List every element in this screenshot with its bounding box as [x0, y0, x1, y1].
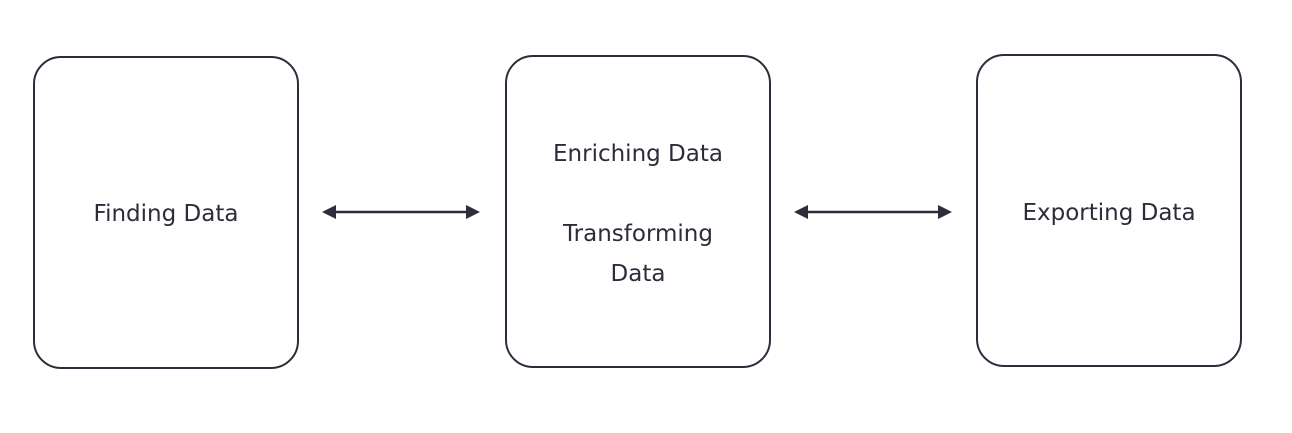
exporting-data-label: Exporting Data: [1022, 200, 1196, 226]
enriching-transforming-box: Enriching Data Transforming Data: [505, 55, 771, 368]
bidirectional-arrow-1: [322, 205, 480, 219]
arrow-2-right-head: [938, 205, 952, 219]
enriching-data-label: Enriching Data: [553, 141, 723, 167]
finding-data-label: Finding Data: [93, 201, 239, 227]
arrow-2-left-head: [794, 205, 808, 219]
exporting-data-box: Exporting Data: [976, 54, 1242, 367]
bidirectional-arrow-2: [794, 205, 952, 219]
finding-data-box: Finding Data: [33, 56, 299, 369]
transforming-data-label: Transforming Data: [563, 221, 713, 287]
arrow-1-right-head: [466, 205, 480, 219]
arrow-1-left-head: [322, 205, 336, 219]
